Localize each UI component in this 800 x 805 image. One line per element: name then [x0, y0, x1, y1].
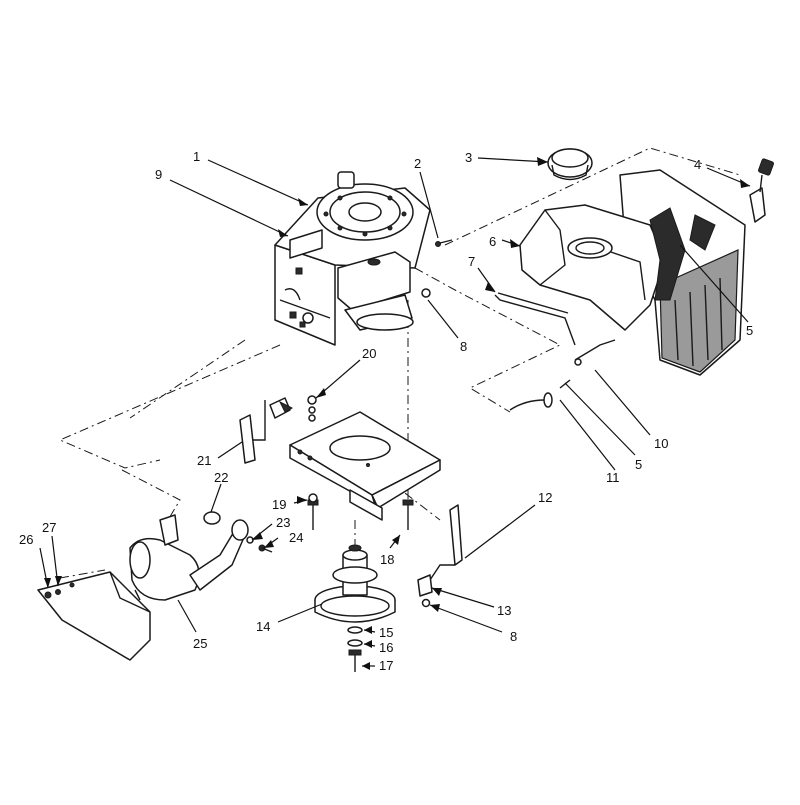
- callout-8-lower: 8: [510, 629, 518, 644]
- belt-guide: [417, 504, 463, 608]
- callout-9: 9: [155, 167, 163, 182]
- callout-27: 27: [42, 520, 57, 535]
- nut-8-upper: [421, 288, 431, 298]
- callout-24: 24: [289, 530, 304, 545]
- callout-21: 21: [197, 453, 212, 468]
- callout-23: 23: [276, 515, 291, 530]
- callout-5-hose: 5: [635, 457, 643, 472]
- callout-16: 16: [379, 640, 394, 655]
- callout-18: 18: [380, 552, 395, 567]
- callout-2: 2: [414, 156, 422, 171]
- bolt-2: [435, 239, 453, 247]
- fuel-hoses: [509, 339, 616, 411]
- callout-17: 17: [379, 658, 394, 673]
- callout-5-shroud: 5: [746, 323, 754, 338]
- mount-bolts: [307, 493, 414, 530]
- heat-shield: [37, 571, 151, 661]
- muffler-assembly: [129, 511, 273, 601]
- callout-20: 20: [362, 346, 377, 361]
- fuel-cap: [547, 148, 593, 181]
- pulley-stack: [314, 544, 396, 672]
- callout-13: 13: [497, 603, 512, 618]
- callout-11: 11: [606, 470, 620, 485]
- leader-arrows: [44, 157, 750, 670]
- callout-8-upper: 8: [460, 339, 468, 354]
- callout-26: 26: [19, 532, 34, 547]
- callout-14: 14: [256, 619, 271, 634]
- fuel-tank-assembly: [519, 169, 746, 376]
- callout-12: 12: [538, 490, 553, 505]
- callout-6: 6: [489, 234, 497, 249]
- exhaust-brackets: [239, 395, 317, 464]
- callout-7: 7: [468, 254, 476, 269]
- callout-19: 19: [272, 497, 287, 512]
- callout-15: 15: [379, 625, 394, 640]
- engine-mount-plate: [289, 411, 441, 521]
- leader-lines: [39, 157, 751, 667]
- throttle-control: [749, 158, 774, 223]
- engine: [274, 171, 431, 346]
- callout-22: 22: [214, 470, 229, 485]
- callout-10: 10: [654, 436, 669, 451]
- fuel-line: [494, 292, 576, 346]
- callout-1: 1: [193, 149, 201, 164]
- callout-4: 4: [694, 157, 702, 172]
- callout-25: 25: [193, 636, 208, 651]
- callout-3: 3: [465, 150, 473, 165]
